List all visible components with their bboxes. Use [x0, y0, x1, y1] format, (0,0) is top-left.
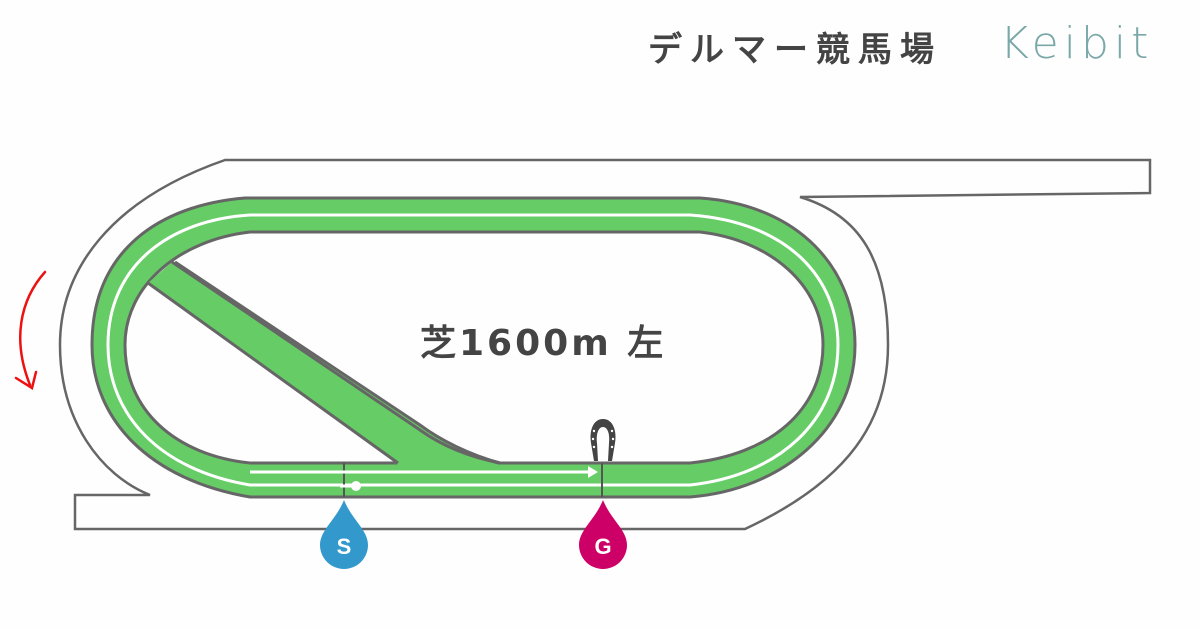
- start-marker: S: [320, 500, 368, 569]
- racecourse-title: デルマー競馬場: [648, 30, 942, 70]
- race-path: [250, 466, 598, 491]
- horseshoe-icon: [590, 419, 616, 461]
- brand-logo: Keibit: [1000, 18, 1154, 69]
- turf-track: [90, 196, 857, 499]
- start-marker-label: S: [337, 534, 352, 559]
- course-label: 芝1600m 左: [420, 323, 667, 364]
- dirt-track-outline: [58, 158, 1152, 531]
- goal-marker: G: [579, 500, 627, 569]
- counterclockwise-arrow-icon: [14, 270, 47, 390]
- goal-marker-label: G: [594, 534, 611, 559]
